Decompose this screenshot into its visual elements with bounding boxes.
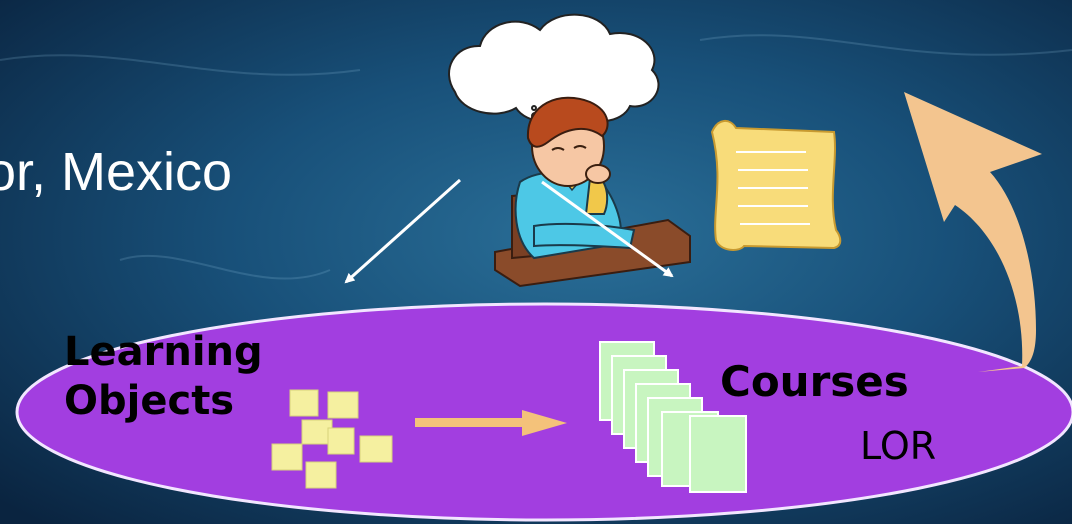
learning-object-tiles — [271, 389, 393, 489]
courses-label: Courses — [720, 357, 909, 406]
learning-object-tile — [271, 443, 303, 471]
learning-object-tile — [305, 461, 337, 489]
curved-arrow-to-document — [904, 92, 1042, 372]
slide-title: or, Mexico — [0, 142, 232, 202]
pointer-arrow-to-learning-objects — [344, 178, 462, 284]
course-pages — [599, 341, 747, 493]
learning-object-tile — [327, 391, 359, 419]
learning-object-tile — [327, 427, 355, 455]
course-page — [689, 415, 747, 493]
flow-arrow — [415, 410, 567, 436]
lor-label: LOR — [860, 424, 936, 468]
person-thinking-icon — [494, 96, 691, 288]
learning-objects-label-line1: Learning — [64, 329, 263, 375]
learning-object-tile — [359, 435, 393, 463]
document-scroll-icon — [710, 120, 842, 251]
pointer-arrow-to-courses — [541, 180, 674, 278]
learning-objects-label-line2: Objects — [64, 378, 234, 424]
learning-object-tile — [289, 389, 319, 417]
